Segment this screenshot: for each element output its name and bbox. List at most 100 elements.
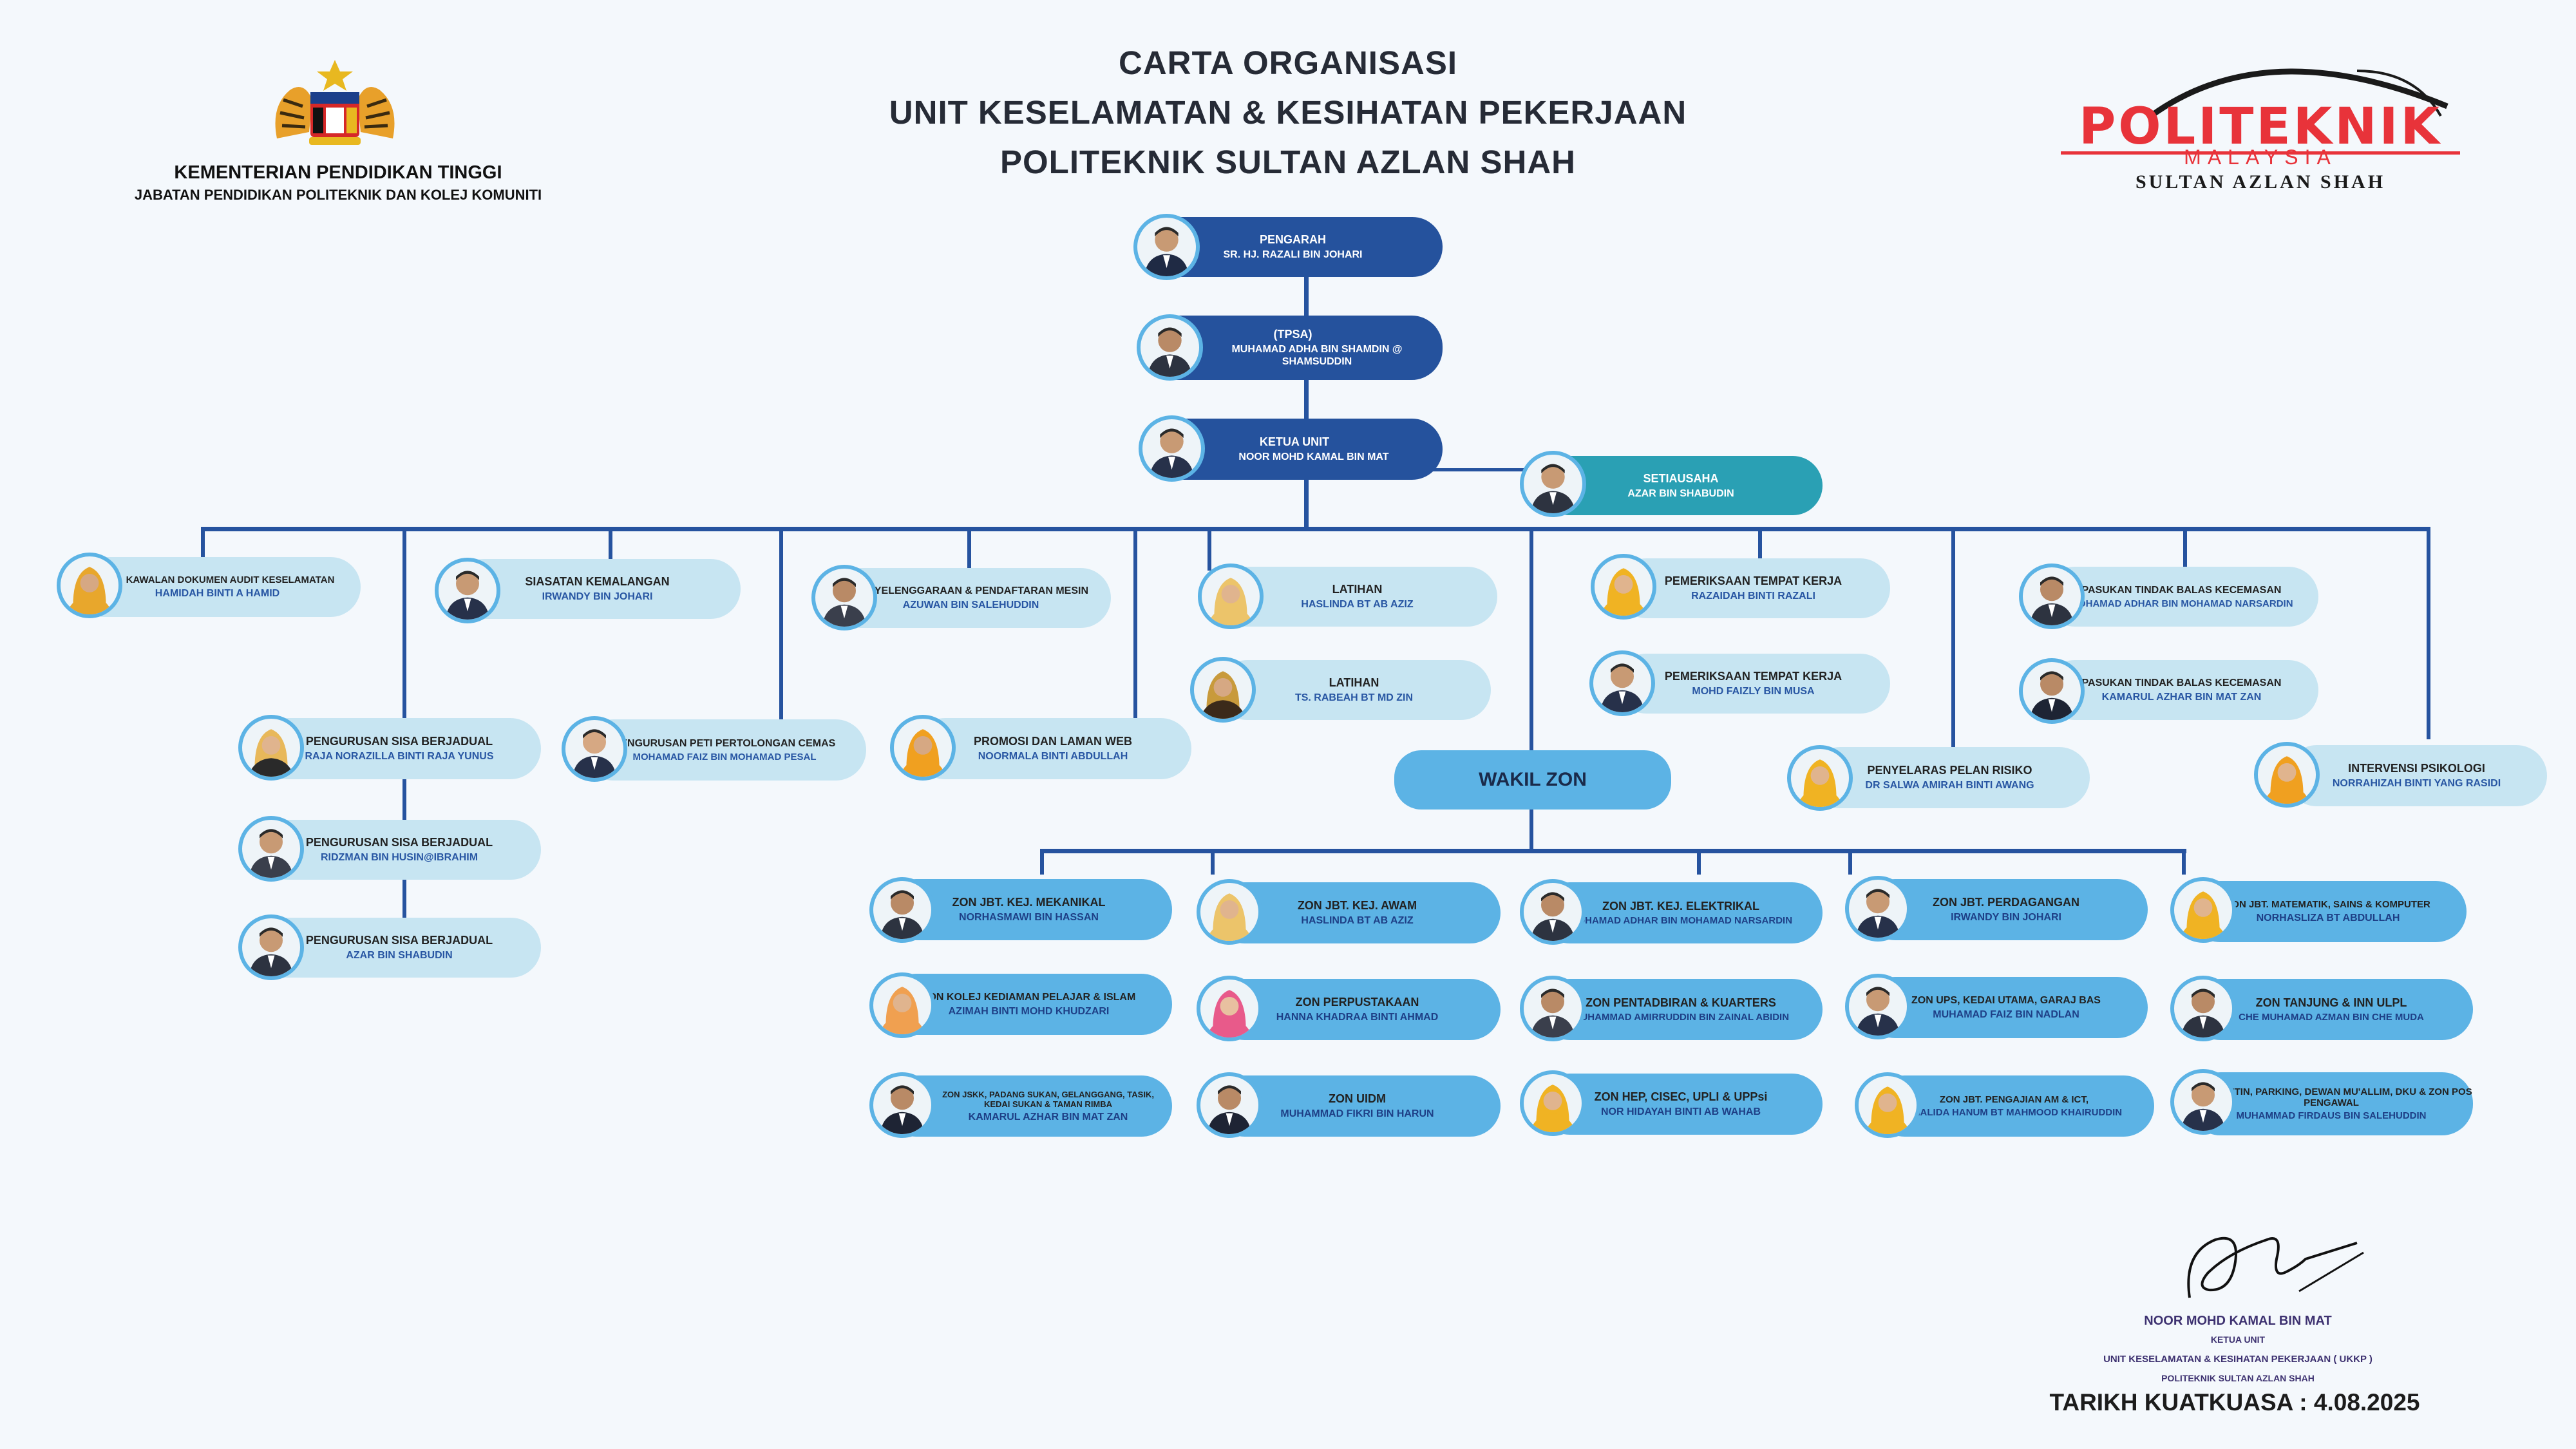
zone-avatar-5 — [2170, 877, 2236, 943]
chart-title-line-2: UNIT KESELAMATAN & KESIHATAN PEKERJAAN — [889, 94, 1687, 131]
committee-name-14: NOORMALA BINTI ABDULLAH — [978, 751, 1128, 762]
zone-card-10[interactable]: ZON TANJUNG & INN ULPL CHE MUHAMAD AZMAN… — [2190, 979, 2473, 1040]
committee-avatar-9 — [2019, 658, 2085, 724]
committee-card-15[interactable]: PENYELARAS PELAN RISIKO DR SALWA AMIRAH … — [1810, 747, 2090, 808]
politeknik-logo: POLITEKNIK MALAYSIA SULTAN AZLAN SHAH — [2054, 45, 2467, 200]
committee-card-11[interactable]: PENGURUSAN SISA BERJADUAL RIDZMAN BIN HU… — [258, 820, 541, 880]
zone-name-8: MUHAMMAD AMIRRUDDIN BIN ZAINAL ABIDIN — [1572, 1012, 1790, 1023]
committee-card-1[interactable]: KAWALAN DOKUMEN AUDIT KESELAMATAN HAMIDA… — [74, 557, 361, 617]
zone-title-15: ZON KANTIN, PARKING, DEWAN MU'ALLIM, DKU… — [2190, 1086, 2472, 1108]
effective-date: TARIKH KUATKUASA : 4.08.2025 — [2049, 1389, 2420, 1416]
department-name: JABATAN PENDIDIKAN POLITEKNIK DAN KOLEJ … — [134, 187, 542, 203]
zone-avatar-8 — [1520, 976, 1586, 1041]
committee-name-12: AZAR BIN SHABUDIN — [346, 950, 453, 961]
zone-card-9[interactable]: ZON UPS, KEDAI UTAMA, GARAJ BAS MUHAMAD … — [1864, 977, 2148, 1038]
connector-drop-8 — [1758, 527, 1762, 565]
committee-card-2[interactable]: SIASATAN KEMALANGAN IRWANDY BIN JOHARI — [454, 559, 741, 619]
committee-card-8[interactable]: PASUKAN TINDAK BALAS KECEMASAN MOHAMAD A… — [2045, 567, 2318, 627]
zone-avatar-9 — [1845, 974, 1911, 1039]
committee-card-4[interactable]: LATIHAN HASLINDA BT AB AZIZ — [1217, 567, 1497, 627]
malaysia-coat-of-arms-icon — [264, 55, 406, 151]
committee-avatar-13 — [562, 716, 627, 782]
committee-title-9: PASUKAN TINDAK BALAS KECEMASAN — [2081, 677, 2282, 688]
zone-name-1: NORHASMAWI BIN HASSAN — [959, 912, 1099, 923]
zone-title-10: ZON TANJUNG & INN ULPL — [2255, 996, 2407, 1009]
committee-card-14[interactable]: PROMOSI DAN LAMAN WEB NOORMALA BINTI ABD… — [914, 718, 1191, 779]
committee-title-6: PEMERIKSAAN TEMPAT KERJA — [1664, 574, 1842, 587]
committee-title-15: PENYELARAS PELAN RISIKO — [1867, 764, 2032, 777]
zone-card-13[interactable]: ZON HEP, CISEC, UPLI & UPPsi NOR HIDAYAH… — [1539, 1074, 1823, 1135]
committee-card-3[interactable]: PENYELENGGARAAN & PENDAFTARAN MESIN AZUW… — [831, 568, 1111, 628]
committee-avatar-3 — [811, 565, 877, 630]
zone-avatar-6 — [869, 972, 935, 1038]
signatory-unit: UNIT KESELAMATAN & KESIHATAN PEKERJAAN (… — [2103, 1354, 2372, 1365]
connector-zone-drop-4 — [1848, 849, 1852, 875]
committee-card-10[interactable]: PENGURUSAN SISA BERJADUAL RAJA NORAZILLA… — [258, 718, 541, 779]
committee-title-11: PENGURUSAN SISA BERJADUAL — [305, 836, 493, 849]
zone-title-3: ZON JBT. KEJ. ELEKTRIKAL — [1602, 900, 1760, 913]
zone-card-8[interactable]: ZON PENTADBIRAN & KUARTERS MUHAMMAD AMIR… — [1539, 979, 1823, 1040]
zone-title-14: ZON JBT. PENGAJIAN AM & ICT, — [1939, 1094, 2089, 1105]
connector-drop-wakil — [1530, 527, 1533, 784]
zone-title-11: ZON JSKK, PADANG SUKAN, GELANGGANG, TASI… — [942, 1089, 1154, 1109]
zone-card-5[interactable]: ZON JBT. MATEMATIK, SAINS & KOMPUTER NOR… — [2190, 881, 2467, 942]
committee-avatar-14 — [890, 715, 956, 781]
zone-card-6[interactable]: ZON KOLEJ KEDIAMAN PELAJAR & ISLAM AZIMA… — [886, 974, 1172, 1035]
committee-card-7[interactable]: PEMERIKSAAN TEMPAT KERJA MOHD FAIZLY BIN… — [1616, 654, 1890, 714]
tpsa-name: MUHAMAD ADHA BIN SHAMDIN @ SHAMSUDDIN — [1231, 344, 1403, 367]
zone-card-4[interactable]: ZON JBT. PERDAGANGAN IRWANDY BIN JOHARI — [1864, 879, 2148, 940]
wakil-zon-card[interactable]: WAKIL ZON — [1394, 750, 1671, 810]
unit-head-avatar — [1139, 415, 1205, 482]
committee-avatar-2 — [435, 558, 500, 623]
committee-title-4: LATIHAN — [1332, 583, 1383, 596]
committee-avatar-6 — [1591, 554, 1656, 620]
committee-avatar-12 — [238, 914, 304, 980]
zone-title-6: ZON KOLEJ KEDIAMAN PELAJAR & ISLAM — [922, 991, 1136, 1003]
secretary-card[interactable]: SETIAUSAHA AZAR BIN SHABUDIN — [1539, 456, 1823, 515]
zone-card-14[interactable]: ZON JBT. PENGAJIAN AM & ICT, KHALIDA HAN… — [1874, 1075, 2154, 1137]
committee-name-9: KAMARUL AZHAR BIN MAT ZAN — [2101, 691, 2262, 703]
secretary-name: AZAR BIN SHABUDIN — [1627, 488, 1734, 499]
zone-name-4: IRWANDY BIN JOHARI — [1951, 912, 2061, 923]
connector-drop-11 — [2427, 527, 2430, 739]
zone-card-15[interactable]: ZON KANTIN, PARKING, DEWAN MU'ALLIM, DKU… — [2190, 1072, 2473, 1135]
zone-title-12: ZON UIDM — [1329, 1092, 1386, 1105]
committee-card-12[interactable]: PENGURUSAN SISA BERJADUAL AZAR BIN SHABU… — [258, 918, 541, 978]
logo-country: MALAYSIA — [2184, 146, 2337, 169]
committee-avatar-11 — [238, 816, 304, 882]
tpsa-title: (TPSA) — [1273, 328, 1312, 341]
committee-name-6: RAZAIDAH BINTI RAZALI — [1691, 591, 1815, 601]
committee-name-11: RIDZMAN BIN HUSIN@IBRAHIM — [320, 852, 478, 863]
committee-title-8: PASUKAN TINDAK BALAS KECEMASAN — [2081, 584, 2282, 596]
logo-word: POLITEKNIK — [2079, 98, 2442, 156]
committee-title-7: PEMERIKSAAN TEMPAT KERJA — [1664, 670, 1842, 683]
connector-main-horizontal — [201, 527, 2430, 531]
committee-name-15: DR SALWA AMIRAH BINTI AWANG — [1865, 780, 2034, 791]
committee-card-6[interactable]: PEMERIKSAAN TEMPAT KERJA RAZAIDAH BINTI … — [1616, 558, 1890, 618]
committee-title-3: PENYELENGGARAAN & PENDAFTARAN MESIN — [853, 585, 1089, 596]
connector-zone-drop-1 — [1040, 849, 1044, 875]
committee-name-2: IRWANDY BIN JOHARI — [542, 591, 653, 602]
zone-name-10: CHE MUHAMAD AZMAN BIN CHE MUDA — [2239, 1012, 2424, 1023]
committee-title-1: KAWALAN DOKUMEN AUDIT KESELAMATAN — [126, 574, 335, 585]
committee-avatar-8 — [2019, 564, 2085, 629]
committee-card-16[interactable]: INTERVENSI PSIKOLOGI NORRAHIZAH BINTI YA… — [2286, 745, 2547, 806]
zone-avatar-14 — [1855, 1072, 1920, 1138]
zone-title-7: ZON PERPUSTAKAAN — [1295, 996, 1419, 1009]
connector-drop-9 — [1951, 527, 1955, 752]
zone-avatar-12 — [1197, 1072, 1262, 1138]
committee-card-13[interactable]: PENGURUSAN PETI PERTOLONGAN CEMAS MOHAMA… — [583, 719, 866, 781]
committee-card-9[interactable]: PASUKAN TINDAK BALAS KECEMASAN KAMARUL A… — [2045, 660, 2318, 720]
zone-card-3[interactable]: ZON JBT. KEJ. ELEKTRIKAL MOHAMAD ADHAR B… — [1539, 882, 1823, 943]
committee-name-1: HAMIDAH BINTI A HAMID — [155, 588, 280, 599]
committee-card-5[interactable]: LATIHAN TS. RABEAH BT MD ZIN — [1217, 660, 1491, 720]
committee-avatar-15 — [1787, 745, 1853, 811]
zone-name-14: KHALIDA HANUM BT MAHMOOD KHAIRUDDIN — [1906, 1107, 2123, 1118]
zone-name-3: MOHAMAD ADHAR BIN MOHAMAD NARSARDIN — [1569, 915, 1793, 926]
zone-name-6: AZIMAH BINTI MOHD KHUDZARI — [948, 1005, 1110, 1017]
committee-name-3: AZUWAN BIN SALEHUDDIN — [902, 599, 1039, 611]
committee-name-16: NORRAHIZAH BINTI YANG RASIDI — [2332, 778, 2501, 789]
zone-name-11: KAMARUL AZHAR BIN MAT ZAN — [968, 1111, 1128, 1122]
committee-avatar-7 — [1589, 650, 1655, 716]
committee-title-5: LATIHAN — [1329, 676, 1379, 689]
